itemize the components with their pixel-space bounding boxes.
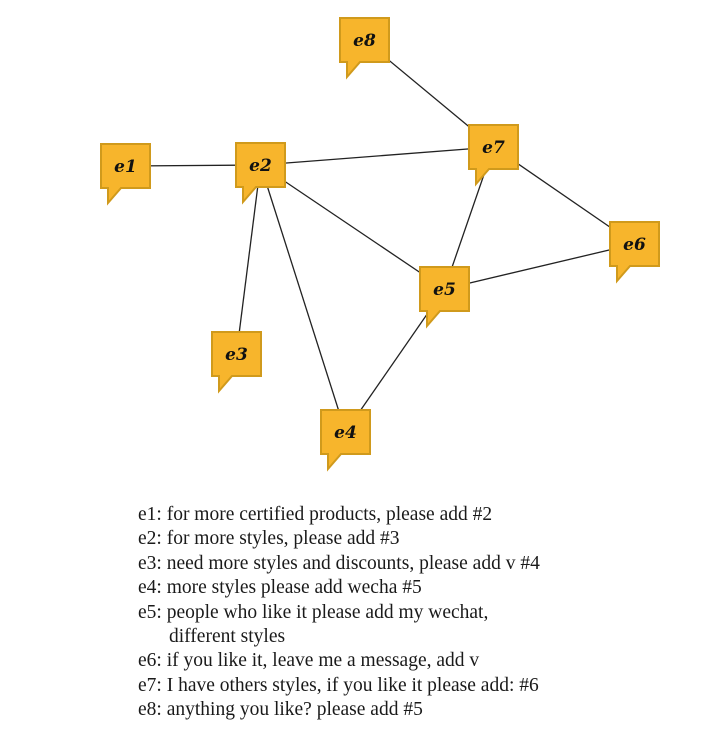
edge-e2-e4 — [259, 164, 347, 433]
speech-bubble-icon — [339, 17, 390, 80]
edge-e2-e5 — [260, 164, 445, 290]
node-label: e1 — [114, 157, 137, 177]
node-e3: e3 — [211, 331, 262, 394]
node-e2: e2 — [235, 142, 286, 205]
node-e5: e5 — [419, 266, 470, 329]
edge-e5-e6 — [444, 243, 635, 290]
legend-item-e4: e4: more styles please add wecha #5 — [138, 577, 422, 599]
node-label: e7 — [482, 138, 505, 158]
legend-item-e5: e5: people who like it please add my wec… — [138, 601, 489, 623]
node-label: e6 — [623, 235, 646, 255]
speech-bubble-icon — [609, 221, 660, 284]
node-e6: e6 — [609, 221, 660, 284]
legend-item-e6: e6: if you like it, leave me a message, … — [138, 650, 480, 672]
legend-item-e2: e2: for more styles, please add #3 — [138, 528, 400, 550]
node-label: e2 — [249, 156, 272, 176]
node-label: e8 — [353, 31, 376, 51]
legend: e1: for more certified products, please … — [138, 503, 540, 723]
speech-bubble-icon — [419, 266, 470, 329]
node-label: e3 — [225, 345, 248, 365]
node-e8: e8 — [339, 17, 390, 80]
speech-bubble-icon — [468, 124, 519, 187]
legend-item-e1: e1: for more certified products, please … — [138, 504, 493, 525]
legend-item-e3: e3: need more styles and discounts, plea… — [138, 552, 540, 574]
edge-e2-e7 — [260, 146, 494, 166]
node-e1: e1 — [100, 143, 151, 206]
node-e4: e4 — [320, 409, 371, 472]
legend-item-e7: e7: I have others styles, if you like it… — [138, 674, 539, 696]
speech-bubble-icon — [320, 409, 371, 472]
legend-item-e8: e8: anything you like? please add #5 — [138, 699, 423, 721]
edge-e2-e3 — [235, 164, 262, 355]
node-e7: e7 — [468, 124, 519, 187]
node-label: e5 — [433, 280, 456, 300]
legend-item-e5-continued: different styles — [169, 626, 286, 648]
speech-bubble-icon — [100, 143, 151, 206]
graph-canvas: e1 e2 e3 e4 e5 e6 e7 e8 — [100, 17, 660, 472]
node-label: e4 — [334, 423, 357, 443]
speech-bubble-icon — [211, 331, 262, 394]
speech-bubble-icon — [235, 142, 286, 205]
